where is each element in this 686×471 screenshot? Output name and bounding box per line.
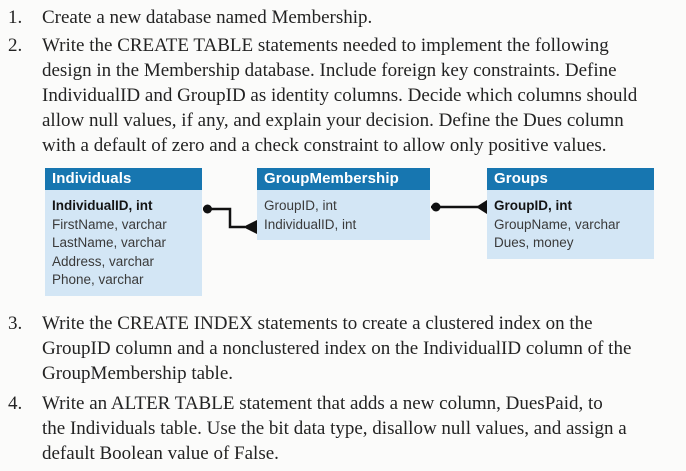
key-side-dot-icon — [203, 204, 212, 214]
text-line: Write an ALTER TABLE statement that adds… — [42, 393, 603, 414]
text-line: GroupID column and a nonclustered index … — [42, 338, 632, 359]
item-number: 2. — [8, 35, 23, 56]
text-line: design in the Membership database. Inclu… — [42, 60, 617, 81]
column-row: GroupName, varchar — [494, 216, 621, 232]
column-row: GroupID, int — [494, 198, 572, 213]
column-row: IndividualID, int — [52, 198, 153, 213]
item-text: Write an ALTER TABLE statement that adds… — [42, 391, 627, 466]
db-table-groups: Groups GroupID, int GroupName, varchar D… — [487, 168, 654, 259]
text-line: Write the CREATE INDEX statements to cre… — [42, 313, 593, 334]
table-body: GroupID, int GroupName, varchar Dues, mo… — [487, 190, 654, 259]
text-line: Create a new database named Membership. — [42, 7, 373, 28]
db-table-groupmembership: GroupMembership GroupID, int IndividualI… — [257, 168, 430, 240]
table-header: GroupMembership — [257, 168, 430, 190]
item-text: Create a new database named Membership. — [42, 5, 372, 30]
item-number: 3. — [8, 313, 23, 334]
item-text: Write the CREATE TABLE statements needed… — [42, 33, 637, 158]
item-text: Write the CREATE INDEX statements to cre… — [42, 311, 631, 386]
column-row: FirstName, varchar — [52, 216, 167, 232]
text-line: allow null values, if any, and explain y… — [42, 110, 624, 131]
table-header: Groups — [487, 168, 654, 190]
connector-line — [203, 207, 245, 229]
text-line: Write the CREATE TABLE statements needed… — [42, 35, 609, 56]
relationship-connector-1 — [203, 204, 257, 234]
column-row: IndividualID, int — [264, 216, 357, 232]
table-header: Individuals — [45, 168, 202, 190]
many-side-arrow-icon — [243, 220, 257, 234]
db-table-individuals: Individuals IndividualID, int FirstName,… — [45, 168, 202, 296]
text-line: default Boolean value of False. — [42, 443, 279, 464]
table-body: IndividualID, int FirstName, varchar Las… — [45, 190, 202, 296]
many-side-arrow-icon — [476, 200, 487, 214]
column-row: Dues, money — [494, 235, 574, 250]
table-body: GroupID, int IndividualID, int — [257, 190, 430, 240]
column-row: Address, varchar — [52, 253, 155, 269]
item-number: 1. — [8, 7, 23, 28]
column-row: LastName, varchar — [52, 235, 167, 250]
key-side-dot-icon — [431, 202, 441, 212]
text-line: the Individuals table. Use the bit data … — [42, 418, 627, 439]
relationship-connector-2 — [431, 200, 487, 214]
text-line: IndividualID and GroupID as identity col… — [42, 85, 638, 106]
column-row: Phone, varchar — [52, 272, 144, 287]
text-line: GroupMembership table. — [42, 363, 234, 384]
item-number: 4. — [8, 393, 23, 414]
text-line: with a default of zero and a check const… — [42, 135, 607, 156]
column-row: GroupID, int — [264, 198, 337, 213]
